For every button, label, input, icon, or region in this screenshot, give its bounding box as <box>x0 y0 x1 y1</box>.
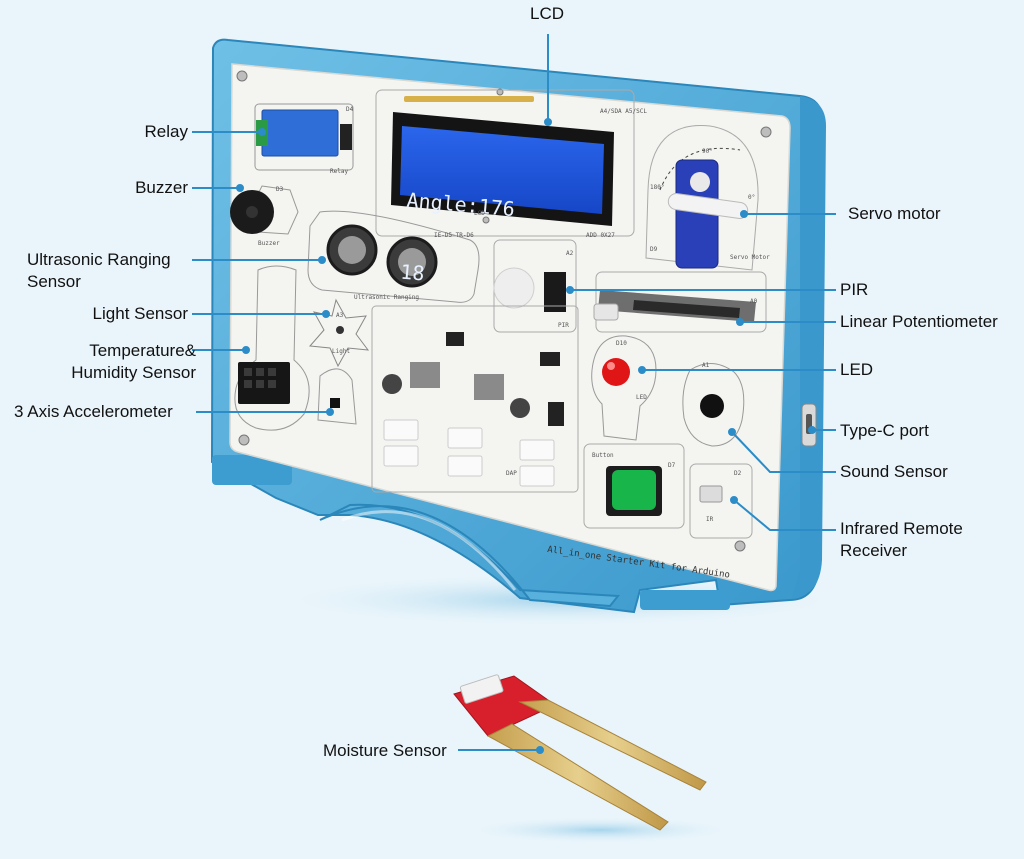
led-module <box>591 335 657 441</box>
ir-tag: IR <box>706 516 714 523</box>
button-module <box>583 443 685 529</box>
lcd-tag: LCD <box>474 210 485 217</box>
relay-pin: D4 <box>346 106 354 113</box>
ultrasonic-pins: IE-D5 TR-D6 <box>434 232 474 239</box>
pir-tag: PIR <box>558 322 569 329</box>
label-light-sensor: Light Sensor <box>92 304 188 323</box>
ir-receiver-module <box>689 463 753 539</box>
label-led: LED <box>840 360 874 379</box>
light-tag: Light <box>332 348 351 355</box>
lcd-screen-text: Angle:176 18 <box>397 140 520 317</box>
led-tag: LED <box>636 394 647 401</box>
label-pir: PIR <box>840 280 869 299</box>
buzzer-module <box>230 185 299 235</box>
ir-pin: D2 <box>734 470 742 477</box>
ultrasonic-module <box>307 210 480 303</box>
relay-tag: Relay <box>330 168 349 175</box>
pir-module <box>493 239 577 333</box>
servo-angle-0: 0° <box>748 194 756 201</box>
lcd-line-2: 18 <box>399 259 426 286</box>
servo-angle-180: 180° <box>650 184 665 191</box>
relay-module <box>254 103 354 171</box>
probe-shadow <box>460 816 740 844</box>
label-ultrasonic: Ultrasonic Ranging Sensor <box>27 249 171 293</box>
pot-pin: A0 <box>750 298 758 305</box>
label-temp-line2: Humidity Sensor <box>71 363 196 382</box>
lcd-line-1: Angle:176 <box>405 187 516 222</box>
servo-module <box>645 125 759 271</box>
lcd-module <box>375 89 635 237</box>
label-lcd: LCD <box>530 4 565 23</box>
light-pin: A3 <box>336 312 344 319</box>
servo-pin: D9 <box>650 246 658 253</box>
label-accelerometer: 3 Axis Accelerometer <box>14 402 173 421</box>
temp-humidity-module <box>234 265 310 431</box>
led-pin: D10 <box>616 340 627 347</box>
lcd-address-tag: ADD 0X27 <box>586 232 615 239</box>
ultrasonic-tag: Ultrasonic Ranging <box>354 294 420 301</box>
pir-pin: A2 <box>566 250 574 257</box>
buzzer-tag: Buzzer <box>258 240 280 247</box>
label-ir-line1: Infrared Remote <box>840 519 963 538</box>
label-moisture: Moisture Sensor <box>323 741 447 760</box>
leader-lines <box>192 34 836 754</box>
moisture-sensor <box>453 674 707 831</box>
label-ir-receiver: Infrared Remote Receiver <box>840 518 963 562</box>
accelerometer-module <box>317 368 357 425</box>
label-buzzer: Buzzer <box>135 178 188 197</box>
label-potentiometer: Linear Potentiometer <box>840 312 998 331</box>
button-tag: Button <box>592 452 614 459</box>
label-relay: Relay <box>144 122 188 141</box>
label-temp-line1: Temperature& <box>89 341 196 360</box>
label-ultrasonic-line1: Ultrasonic Ranging <box>27 250 171 269</box>
mainboard-area <box>371 305 579 493</box>
button-pin: D7 <box>668 462 676 469</box>
label-temp-humidity: Temperature& Humidity Sensor <box>71 340 196 384</box>
potentiometer-module <box>593 271 767 333</box>
servo-tag: Servo Motor <box>730 254 770 261</box>
sound-pin: A1 <box>702 362 710 369</box>
label-ultrasonic-line2: Sensor <box>27 272 81 291</box>
label-servo: Servo motor <box>848 204 941 223</box>
label-ir-line2: Receiver <box>840 541 908 560</box>
board-panel <box>229 63 791 592</box>
label-sound: Sound Sensor <box>840 462 948 481</box>
dap-tag: DAP <box>506 470 517 477</box>
label-typec: Type-C port <box>840 421 929 440</box>
servo-angle-90: 90° <box>702 148 713 155</box>
buzzer-pin: D3 <box>276 186 284 193</box>
lcd-pins-tag: A4/SDA A5/SCL <box>600 108 647 115</box>
typec-port <box>801 403 817 447</box>
light-sensor-module <box>308 298 370 368</box>
